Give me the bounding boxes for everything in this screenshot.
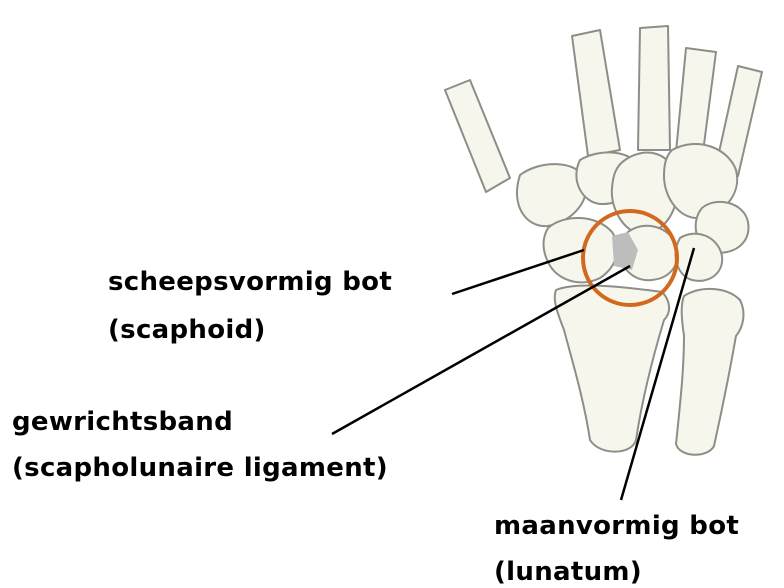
ligament-label: gewrichtsband <box>12 406 233 438</box>
triquetrum <box>676 234 723 281</box>
radius-bone <box>555 286 669 452</box>
metacarpal-1 <box>445 80 510 192</box>
metacarpal-2 <box>572 30 620 156</box>
ulna-bone <box>676 289 743 455</box>
metacarpal-3 <box>638 26 670 150</box>
wrist-bones <box>445 26 762 455</box>
lunate-latin-label: (lunatum) <box>494 556 642 588</box>
scaphoid-label: scheepsvormig bot <box>108 266 392 298</box>
lunate-label: maanvormig bot <box>494 510 739 542</box>
ligament-latin-label: (scapholunaire ligament) <box>12 452 388 484</box>
scaphoid-latin-label: (scaphoid) <box>108 314 266 346</box>
